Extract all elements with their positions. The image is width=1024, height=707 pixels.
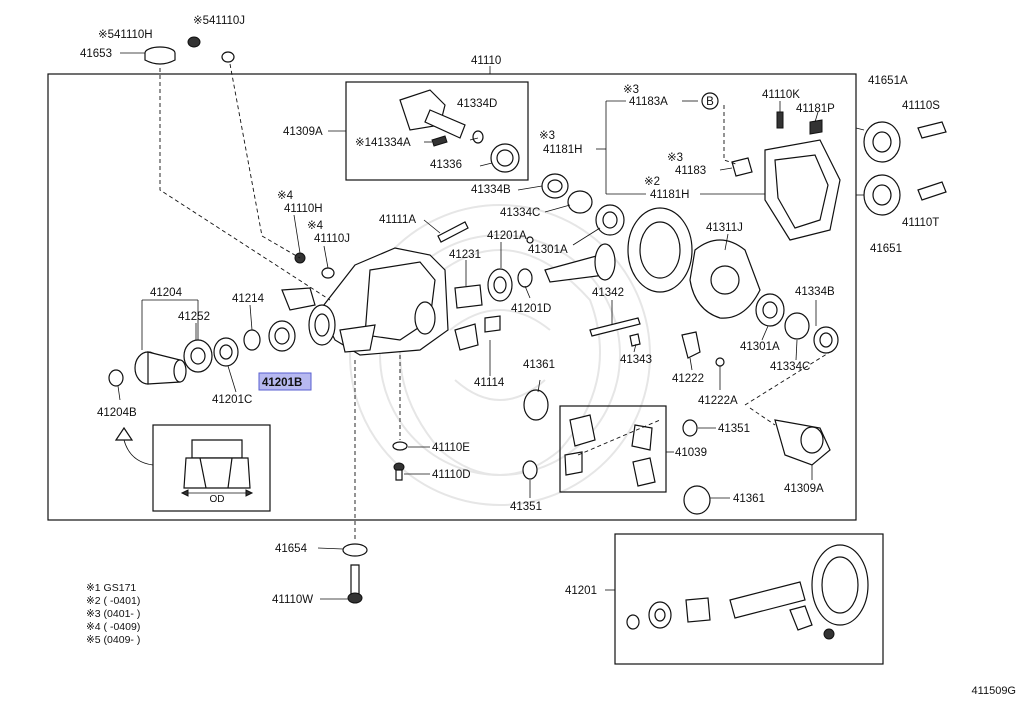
part-label[interactable]: ※541110J xyxy=(193,15,245,27)
thrust-washer-41361 xyxy=(523,389,549,421)
part-label[interactable]: 41110K xyxy=(762,89,800,101)
drain-plug-group xyxy=(342,441,408,604)
companion-flange-top xyxy=(399,89,520,173)
note-line: ※3 (0401- ) xyxy=(86,608,140,620)
part-label[interactable]: 41181H xyxy=(650,189,689,201)
part-label[interactable]: ※141334A xyxy=(355,137,411,149)
part-label[interactable]: 41110H xyxy=(284,203,323,215)
part-label[interactable]: 41111A xyxy=(379,214,416,226)
part-label[interactable]: 41334B xyxy=(795,286,835,298)
part-label[interactable]: 41201D xyxy=(511,303,551,315)
part-label[interactable]: ※541110H xyxy=(98,29,153,41)
detail-arrow xyxy=(123,439,154,466)
bearings-mid-top xyxy=(541,173,625,236)
part-label[interactable]: 41214 xyxy=(232,293,265,305)
note-line: ※2 ( -0401) xyxy=(86,595,140,607)
part-label[interactable]: 41201A xyxy=(487,230,527,242)
part-label[interactable]: 41651 xyxy=(870,243,902,255)
part-label[interactable]: 41183 xyxy=(675,165,706,177)
part-label[interactable]: 41653 xyxy=(80,48,112,60)
part-label[interactable]: ※2 xyxy=(644,176,660,188)
rear-cover xyxy=(731,111,841,241)
part-label[interactable]: 41110E xyxy=(432,442,470,454)
od-detail-box xyxy=(152,424,271,512)
carrier-housing xyxy=(281,247,449,356)
callout-b: B xyxy=(706,96,714,108)
part-label[interactable]: 41222 xyxy=(672,373,704,385)
part-label[interactable]: 41181H xyxy=(543,144,582,156)
differential-case xyxy=(689,239,839,354)
part-label[interactable]: 41231 xyxy=(449,249,481,261)
part-label[interactable]: ※4 xyxy=(307,220,324,232)
part-label[interactable]: 41183A xyxy=(629,96,668,108)
part-label[interactable]: 41343 xyxy=(620,354,652,366)
part-label[interactable]: 41110S xyxy=(902,100,940,112)
part-label[interactable]: 41110D xyxy=(432,469,471,481)
note-line: ※5 (0409- ) xyxy=(86,634,140,646)
part-labels: ※541110H ※541110J 41653 41110 41651A 411… xyxy=(80,15,940,606)
part-label[interactable]: 41351 xyxy=(510,501,542,513)
part-label[interactable]: ※3 xyxy=(623,84,639,96)
ring-pinion-kit-box xyxy=(614,533,884,665)
highlight-box xyxy=(258,372,312,391)
dashed-guides xyxy=(159,63,831,540)
nut-od-detail xyxy=(180,439,254,497)
part-label[interactable]: 41351 xyxy=(718,423,750,435)
part-label[interactable]: 41110J xyxy=(314,233,350,245)
part-label[interactable]: 41336 xyxy=(430,159,462,171)
part-label[interactable]: ※4 xyxy=(277,190,294,202)
part-label[interactable]: 41334B xyxy=(471,184,511,196)
callout-b-circle xyxy=(701,92,719,110)
side-covers xyxy=(863,121,947,216)
filler-plug-group xyxy=(144,36,235,65)
part-label[interactable]: 41301A xyxy=(528,244,568,256)
pinion-shaft xyxy=(589,317,641,337)
part-label[interactable]: 41110T xyxy=(902,217,939,229)
od-label: OD xyxy=(210,494,225,505)
part-label[interactable]: 41114 xyxy=(474,377,505,389)
part-label[interactable]: 41334D xyxy=(457,98,497,110)
highlighted-part-label[interactable]: 41201B xyxy=(262,377,302,389)
note-line: ※4 ( -0409) xyxy=(86,621,140,633)
ring-pinion-kit xyxy=(626,544,869,640)
part-label[interactable]: 41334C xyxy=(500,207,540,219)
part-label[interactable]: 41201 xyxy=(565,585,597,597)
part-label[interactable]: 41252 xyxy=(178,311,210,323)
part-label[interactable]: 41039 xyxy=(675,447,707,459)
differential-gears xyxy=(564,414,656,487)
leader-lines xyxy=(117,52,865,600)
part-label[interactable]: 41204 xyxy=(150,287,183,299)
main-assembly-frame xyxy=(47,73,857,521)
pinion-gear-box xyxy=(559,405,667,493)
part-label[interactable]: 41311J xyxy=(706,222,743,234)
part-label[interactable]: 41204B xyxy=(97,407,137,419)
part-label[interactable]: 41309A xyxy=(283,126,323,138)
part-label[interactable]: 41309A xyxy=(784,483,824,495)
frame-label[interactable]: 41110 xyxy=(471,55,501,67)
part-label[interactable]: 41222A xyxy=(698,395,738,407)
part-label[interactable]: 41301A xyxy=(740,341,780,353)
thrust-washer-41351 xyxy=(522,460,538,480)
part-label[interactable]: 41334C xyxy=(770,361,810,373)
part-label[interactable]: 41651A xyxy=(868,75,908,87)
part-label[interactable]: 41201C xyxy=(212,394,252,406)
axle-flange-right xyxy=(774,419,831,466)
part-label[interactable]: 41361 xyxy=(523,359,555,371)
part-label[interactable]: ※3 xyxy=(539,130,555,142)
footnotes: ※1 GS171 ※2 ( -0401) ※3 (0401- ) ※4 ( -0… xyxy=(86,582,140,646)
note-line: ※1 GS171 xyxy=(86,582,136,594)
part-label[interactable]: 41181P xyxy=(796,103,835,115)
part-label[interactable]: 41654 xyxy=(275,543,308,555)
part-label[interactable]: ※3 xyxy=(667,152,683,164)
part-label[interactable]: 41110W xyxy=(272,594,313,606)
part-label[interactable]: 41342 xyxy=(592,287,624,299)
watermark xyxy=(349,204,651,506)
ring-gear xyxy=(544,207,693,293)
speed-sensor xyxy=(681,331,701,359)
diagram-id: 411509G xyxy=(972,685,1016,697)
part-label[interactable]: 41361 xyxy=(733,493,765,505)
pinion-front-parts xyxy=(108,320,296,387)
